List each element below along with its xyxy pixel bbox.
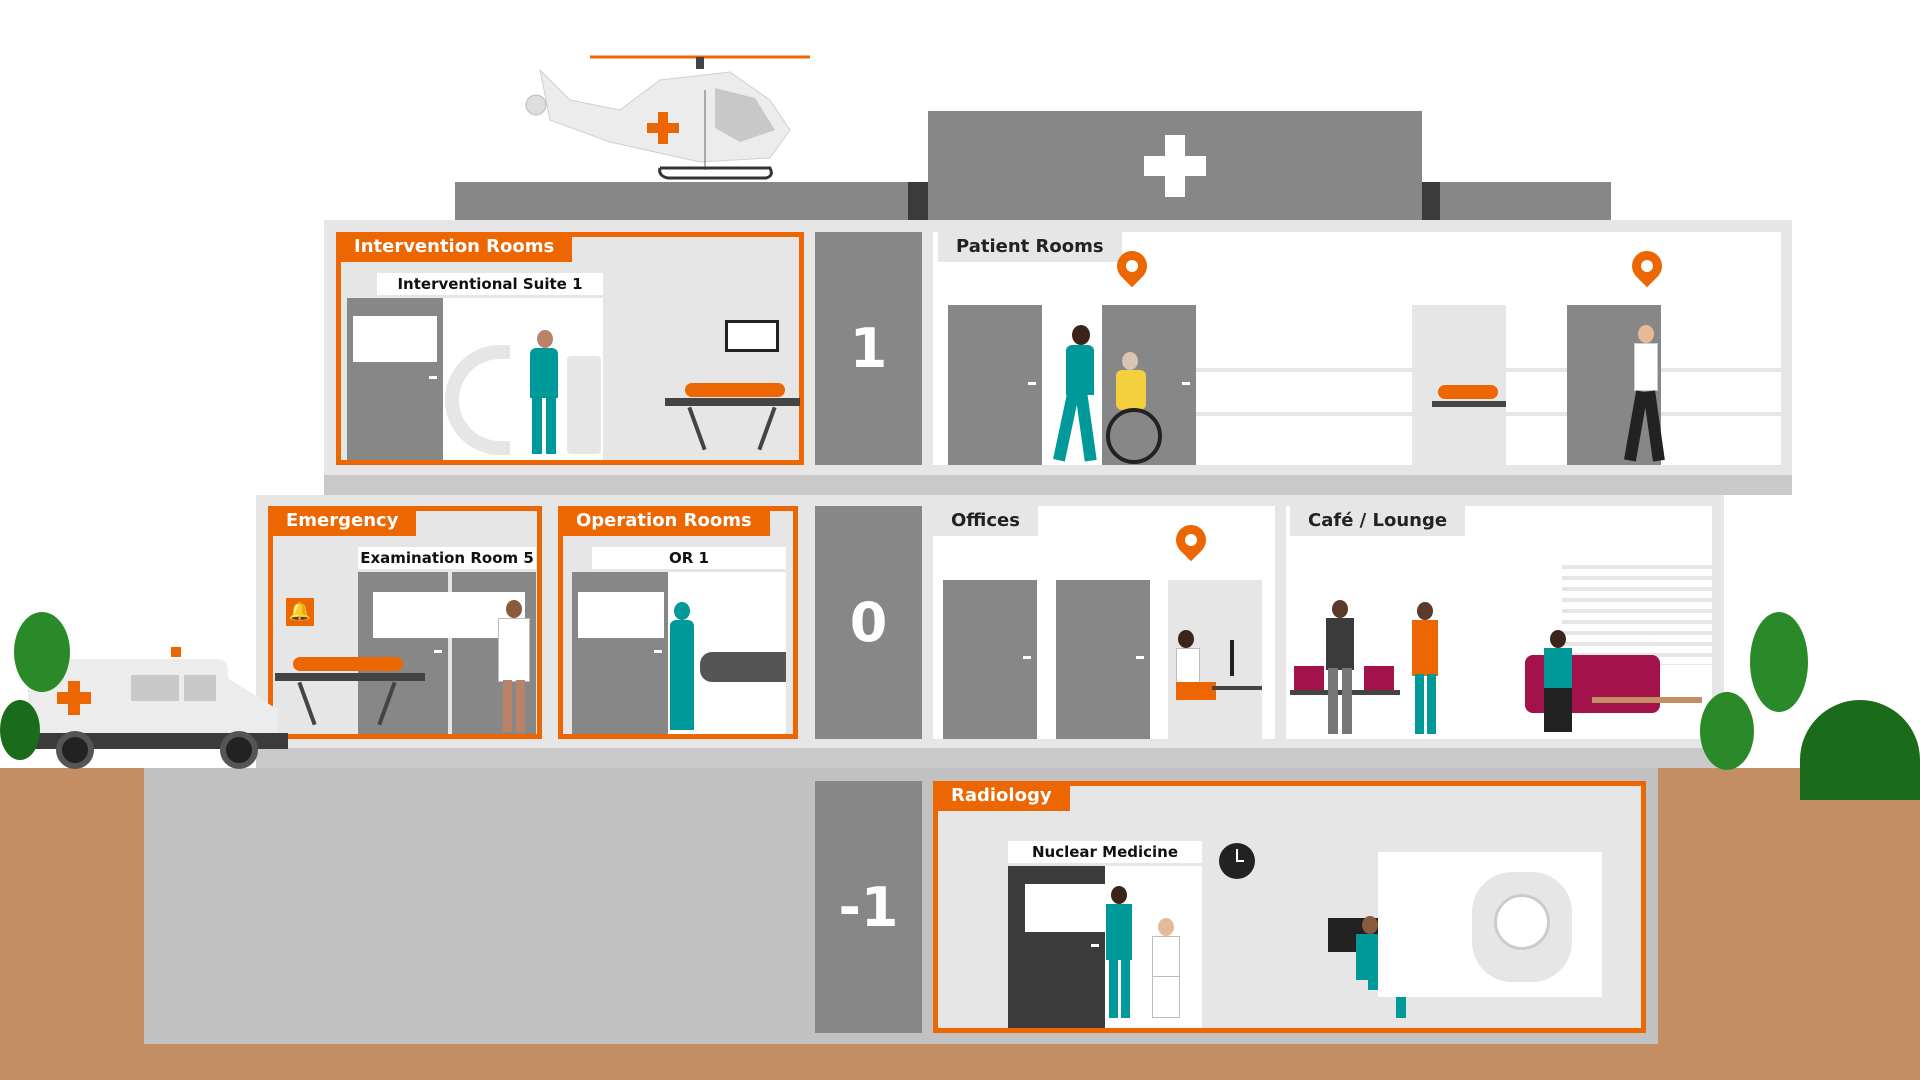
floor-number-1: 1 [815,232,922,465]
clock-icon [1219,843,1255,879]
patient-room-bed[interactable] [1412,305,1506,465]
wheelchair-patient [1102,350,1172,465]
ambulance-icon[interactable] [26,645,288,770]
operation-rooms-title: Operation Rooms [558,506,770,536]
lounge-visitor [1538,630,1578,735]
nuclear-medicine-window [1025,884,1105,932]
intervention-rooms-title: Intervention Rooms [336,232,573,262]
radiology-title: Radiology [933,781,1070,811]
patient-rooms-title: Patient Rooms [938,232,1122,262]
bush-right [1800,700,1920,800]
medical-cross-icon [1144,135,1206,197]
surgeon-person [668,602,698,734]
seated-patient [1146,918,1186,1022]
offices-title: Offices [933,506,1038,536]
helicopter-icon[interactable] [510,50,820,185]
window-blinds [1562,565,1712,665]
tree-right [1750,612,1808,712]
monitor-icon [725,320,779,352]
emergency-stretcher [275,655,425,735]
nuclear-medicine-label: Nuclear Medicine [1008,841,1202,863]
or-window [578,592,664,638]
office-door-2[interactable] [1056,580,1150,739]
interventional-suite-label: Interventional Suite 1 [377,273,603,295]
visitor-walking [1622,325,1668,465]
coffee-table [1592,697,1702,703]
nurse-pushing-wheelchair [1052,325,1102,465]
floor-0-slab [256,748,1724,768]
nurse-person [525,330,563,458]
emergency-title: Emergency [268,506,417,536]
floor-number-minus-1: -1 [815,781,922,1033]
roof-post-left [908,182,928,220]
floor-number-0: 0 [815,506,922,739]
roof-post-right [1422,182,1440,220]
office-worker [1172,630,1262,735]
bush-left [0,700,40,760]
doctor-person [494,600,534,734]
operating-table [700,652,786,682]
tree-right-small [1700,692,1754,770]
tree-left [14,612,70,692]
office-door-1[interactable] [943,580,1037,739]
intervention-window [353,316,437,362]
technician-person [1102,886,1136,1022]
monitor-cart-icon [567,356,601,454]
examination-room-label: Examination Room 5 [358,547,536,569]
cafe-lounge-title: Café / Lounge [1290,506,1466,536]
patient-door-1[interactable] [948,305,1042,465]
staff-talking [1408,602,1442,738]
visitor-talking [1322,600,1358,738]
or-1-label: OR 1 [592,547,786,569]
bell-icon[interactable]: 🔔 [286,598,314,626]
floor-1-slab [324,475,1792,495]
stretcher-patient [665,380,800,460]
ct-scanner-icon [1472,872,1572,982]
